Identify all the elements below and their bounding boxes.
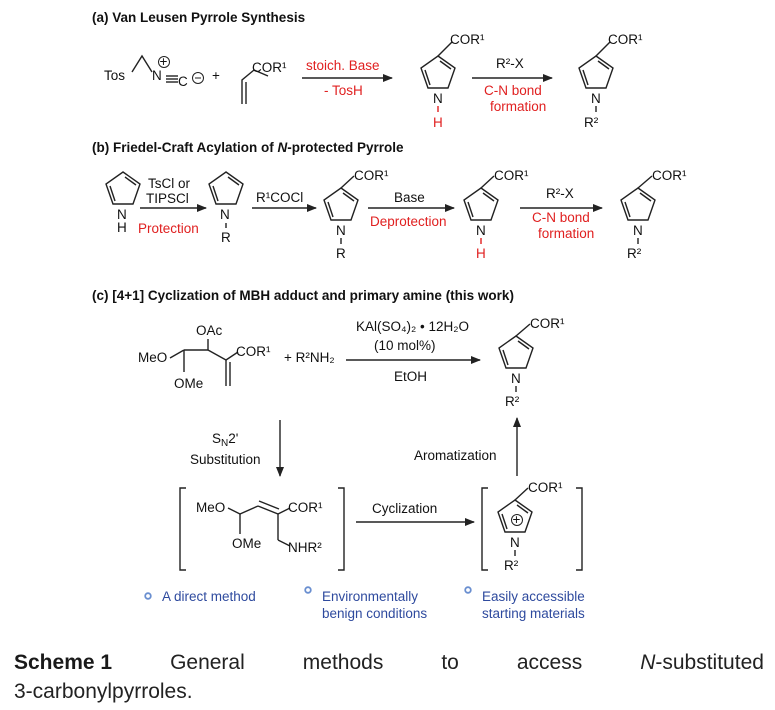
feature-accessible-materials: Easily accessible starting materials (464, 586, 585, 621)
formation-a: formation (490, 99, 546, 114)
svg-text:COR¹: COR¹ (288, 500, 323, 515)
allylamine-intermediate: MeO OMe COR¹ NHR² (179, 487, 345, 571)
svg-text:OMe: OMe (174, 376, 203, 391)
svg-text:N: N (510, 535, 520, 550)
section-c-title: (c) [4+1] Cyclization of MBH adduct and … (92, 288, 514, 303)
feature-direct-method: A direct method (144, 589, 256, 604)
caption-label: Scheme 1 (14, 651, 113, 674)
svg-text:benign conditions: benign conditions (322, 606, 427, 621)
svg-text:R²: R² (584, 115, 599, 130)
reaction-scheme: (a) Van Leusen Pyrrole Synthesis Tos N +… (92, 10, 687, 621)
svg-text:N: N (336, 223, 346, 238)
formation-b: formation (538, 226, 594, 241)
plus-sign: + (212, 68, 220, 83)
reagent-base: Base (394, 190, 425, 205)
reagent-r1cocl: R¹COCl (256, 190, 303, 205)
bullet-icon (304, 586, 312, 594)
sn2-label: SN2' (212, 431, 238, 449)
svg-text:N: N (433, 91, 443, 106)
svg-text:OAc: OAc (196, 323, 223, 338)
caption-word: General (170, 651, 245, 674)
bullet-icon (144, 592, 152, 600)
svg-text:R: R (221, 230, 231, 245)
svg-text:MeO: MeO (196, 500, 225, 515)
svg-text:R²: R² (505, 394, 520, 409)
svg-text:+: + (513, 512, 521, 527)
aromatization-label: Aromatization (414, 448, 497, 463)
caption-word: methods (302, 651, 384, 674)
feature-benign-conditions: Environmentally benign conditions (304, 586, 427, 621)
svg-text:R: R (336, 246, 346, 261)
acyl-nh-pyrrole-b: COR¹ N H (463, 168, 529, 261)
svg-text:COR¹: COR¹ (236, 344, 271, 359)
substitution-label: Substitution (190, 452, 261, 467)
caption-word: N-substituted (640, 651, 764, 674)
svg-text:N: N (117, 207, 127, 222)
tosmic-structure: Tos N + C (104, 54, 204, 89)
mbh-adduct-structure: OAc MeO OMe COR¹ (138, 323, 271, 391)
pyrrole-start-b: N H (105, 171, 141, 235)
svg-text:OMe: OMe (232, 536, 261, 551)
n-substituted-pyrrole-a: COR¹ N R² (578, 32, 643, 130)
loading-label: (10 mol%) (374, 338, 436, 353)
svg-text:COR¹: COR¹ (528, 480, 563, 495)
svg-text:COR¹: COR¹ (530, 316, 565, 331)
svg-text:R²: R² (504, 558, 519, 573)
caption-word: to (441, 651, 459, 674)
cond-protection: Protection (138, 221, 199, 236)
svg-text:COR¹: COR¹ (652, 168, 687, 183)
svg-text:N: N (152, 68, 162, 83)
svg-text:NHR²: NHR² (288, 540, 322, 555)
cond-tosh: - TosH (324, 83, 363, 98)
svg-text:Easily accessible: Easily accessible (482, 589, 585, 604)
caption-line2: 3-carbonylpyrroles. (14, 680, 193, 703)
cn-bond-a: C-N bond (484, 83, 542, 98)
svg-text:R²: R² (627, 246, 642, 261)
cond-stoich-base: stoich. Base (306, 58, 380, 73)
reagent-rx-a: R²-X (496, 56, 524, 71)
scheme-caption: Scheme 1 General methods to access N-sub… (14, 648, 764, 706)
product-pyrrole-c: COR¹ N R² (498, 316, 565, 409)
svg-text:H: H (476, 246, 486, 261)
svg-text:C: C (178, 74, 188, 89)
svg-text:N: N (591, 91, 601, 106)
svg-text:H: H (117, 220, 127, 235)
bullet-icon (464, 586, 472, 594)
solvent-label: EtOH (394, 369, 427, 384)
svg-text:COR¹: COR¹ (494, 168, 529, 183)
section-a-title: (a) Van Leusen Pyrrole Synthesis (92, 10, 305, 25)
enone-structure: COR¹ (241, 60, 287, 104)
nh-pyrrole-structure: COR¹ N H (420, 32, 485, 130)
svg-text:COR¹: COR¹ (252, 60, 287, 75)
svg-text:Environmentally: Environmentally (322, 589, 418, 604)
svg-text:starting materials: starting materials (482, 606, 585, 621)
svg-text:N: N (220, 207, 230, 222)
svg-text:COR¹: COR¹ (450, 32, 485, 47)
svg-text:COR¹: COR¹ (354, 168, 389, 183)
svg-text:MeO: MeO (138, 350, 167, 365)
svg-text:H: H (433, 115, 443, 130)
reagent-tscl: TsCl or (148, 176, 191, 191)
catalyst-label: KAl(SO₄)₂ • 12H₂O (356, 319, 469, 334)
reagent-rx-b: R²-X (546, 186, 574, 201)
svg-text:N: N (476, 223, 486, 238)
svg-text:A direct method: A direct method (162, 589, 256, 604)
svg-text:N: N (633, 223, 643, 238)
protected-pyrrole-b: N R (208, 171, 244, 245)
cn-bond-b: C-N bond (532, 210, 590, 225)
section-b-title: (b) Friedel-Craft Acylation of N-protect… (92, 140, 404, 155)
cyclization-label: Cyclization (372, 501, 437, 516)
reagent-tipscl: TIPSCl (146, 191, 189, 206)
acyl-protected-pyrrole-b: COR¹ N R (323, 168, 389, 261)
svg-text:+: + (160, 54, 168, 69)
tos-label: Tos (104, 68, 125, 83)
pyrrolinium-intermediate: + COR¹ N R² (481, 480, 583, 573)
caption-word: access (516, 651, 583, 674)
svg-text:COR¹: COR¹ (608, 32, 643, 47)
reagent-amine: + R²NH₂ (284, 350, 335, 365)
cond-deprotection: Deprotection (370, 214, 447, 229)
svg-text:N: N (511, 371, 521, 386)
n-substituted-pyrrole-b: COR¹ N R² (620, 168, 687, 261)
